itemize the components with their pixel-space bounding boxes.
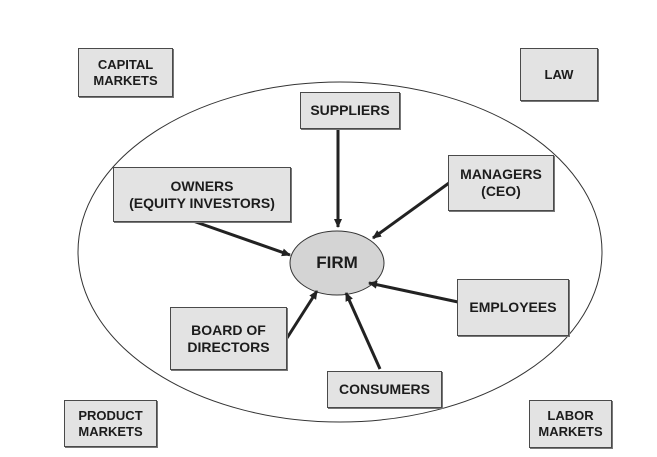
- suppliers-box: SUPPLIERS: [300, 92, 400, 129]
- labor-markets-box: LABOR MARKETS: [529, 400, 612, 448]
- board-of-directors-label: BOARD OF DIRECTORS: [187, 321, 270, 355]
- firm-ellipse: [289, 230, 385, 296]
- managers-box: MANAGERS (CEO): [448, 155, 554, 211]
- employees-box: EMPLOYEES: [457, 279, 569, 336]
- owners-box: OWNERS (EQUITY INVESTORS): [113, 167, 291, 222]
- product-markets-box: PRODUCT MARKETS: [64, 400, 157, 447]
- law-box: LAW: [520, 48, 598, 101]
- consumers-box: CONSUMERS: [327, 371, 442, 408]
- arrow-owners-to-firm: [192, 219, 291, 257]
- capital-markets-box: CAPITAL MARKETS: [78, 48, 173, 97]
- arrow-board-to-firm: [285, 290, 319, 339]
- managers-label: MANAGERS (CEO): [460, 166, 542, 199]
- product-markets-label: PRODUCT MARKETS: [78, 407, 143, 439]
- consumers-label: CONSUMERS: [338, 381, 430, 397]
- arrow-employees-to-firm: [368, 280, 459, 304]
- arrow-consumers-to-firm: [344, 292, 382, 370]
- environment-ellipse: [77, 81, 603, 423]
- labor-markets-label: LABOR MARKETS: [538, 408, 603, 439]
- board-of-directors-box: BOARD OF DIRECTORS: [170, 307, 287, 370]
- suppliers-label: SUPPLIERS: [310, 102, 390, 118]
- firm-label: FIRM: [316, 253, 358, 272]
- capital-markets-label: CAPITAL MARKETS: [93, 56, 158, 88]
- owners-label: OWNERS (EQUITY INVESTORS): [129, 177, 275, 211]
- arrow-managers-to-firm: [372, 181, 450, 240]
- law-label: LAW: [544, 66, 574, 82]
- employees-label: EMPLOYEES: [469, 299, 557, 315]
